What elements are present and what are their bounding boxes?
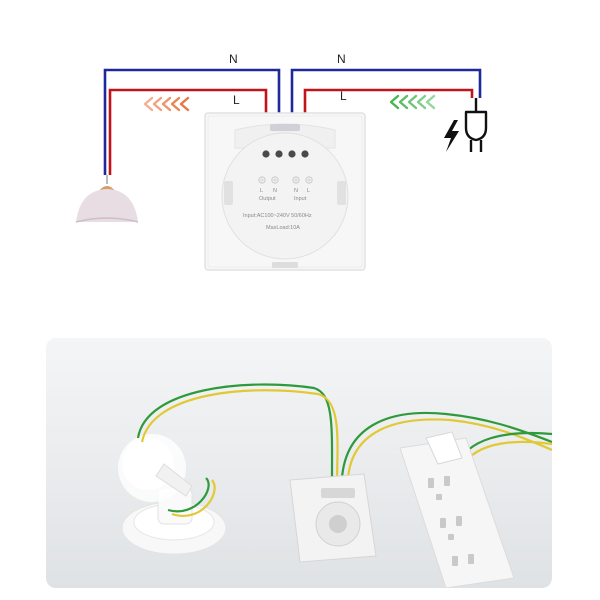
arrows-toward-load	[143, 96, 190, 112]
terminal-screw	[301, 150, 309, 158]
terminal-screw	[275, 150, 283, 158]
terminal-label: N	[273, 188, 277, 194]
terminal-label: L	[307, 188, 310, 194]
terminal-label: L	[260, 188, 263, 194]
pendant-lamp-icon	[75, 175, 139, 223]
neutral-wire	[103, 68, 482, 175]
switch-back-panel	[204, 112, 366, 271]
wires-bulb-to-switch	[136, 383, 339, 517]
light-bulb	[118, 434, 193, 502]
terminal-screw	[262, 150, 270, 158]
spec-input: Input:AC100~240V 50/60Hz	[243, 213, 312, 219]
smart-switch	[289, 473, 377, 563]
output-label: Output	[259, 196, 276, 202]
neutral-label-left: N	[229, 52, 238, 66]
neutral-label-right: N	[337, 52, 346, 66]
arrows-from-supply	[389, 94, 436, 110]
terminal-label: N	[294, 188, 298, 194]
power-strip	[399, 431, 515, 588]
terminal-screw	[288, 150, 296, 158]
spec-maxload: MaxLoad:10A	[266, 225, 300, 231]
lightning-bolt-icon	[444, 120, 459, 152]
live-label-right: L	[340, 89, 347, 103]
installation-photo	[46, 338, 552, 588]
installation-photo-illustration	[118, 383, 552, 588]
live-label-left: L	[233, 93, 240, 107]
power-plug-icon	[464, 98, 488, 152]
input-label: Input	[294, 196, 307, 202]
terminals	[258, 150, 313, 184]
